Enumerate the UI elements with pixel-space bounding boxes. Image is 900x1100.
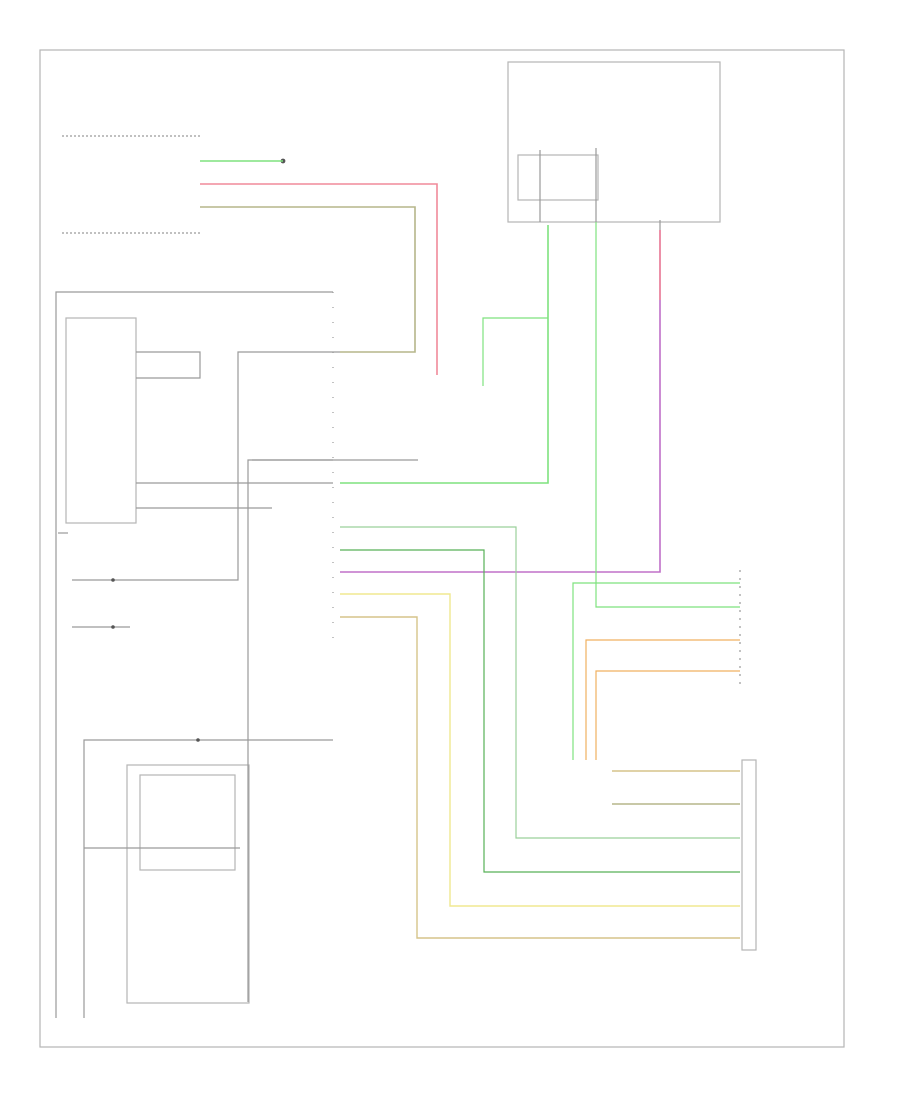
wire-purple [340, 230, 661, 573]
wire-dkgreen-1 [340, 526, 740, 839]
wire-gray-fuse-down [595, 222, 740, 608]
body-control-module [55, 291, 333, 1018]
wire-yellow [340, 593, 740, 907]
wire-red-relay [200, 183, 438, 375]
wire-green-fuse [340, 225, 549, 484]
wire-dkgreen-2 [340, 549, 740, 873]
diagram-border [39, 49, 845, 1048]
wire-orange-1 [585, 639, 740, 760]
fuse-block [507, 61, 721, 230]
transmission-control-module [741, 759, 757, 951]
left-switches [72, 351, 340, 629]
wire-orange-2 [595, 670, 740, 760]
wire-green-branch [482, 317, 548, 386]
wire-green-right-top [572, 582, 740, 760]
wire-tan [340, 616, 740, 939]
wire-olive [200, 206, 416, 353]
shifter-assembly [83, 459, 333, 1018]
signal-wires [200, 160, 740, 939]
